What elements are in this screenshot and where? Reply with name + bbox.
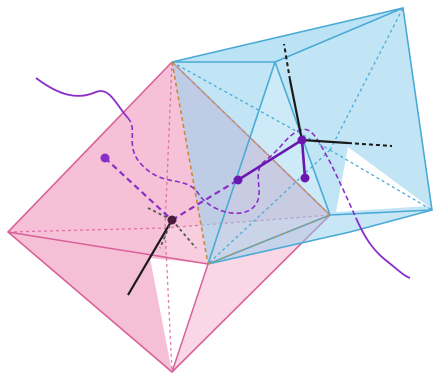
blue-edge	[207, 61, 276, 265]
black-spoke	[127, 219, 173, 296]
purple-curve-hidden	[127, 117, 357, 219]
pink-hidden-edge	[164, 61, 173, 229]
purple-vertex-left	[100, 153, 110, 163]
vertices	[100, 135, 310, 225]
black-spoke-hidden	[283, 43, 291, 81]
purple-dual-graph	[104, 138, 307, 221]
pink-center-vertex	[167, 215, 177, 225]
black-spoke-hidden	[159, 219, 173, 249]
blue-hidden-edge	[171, 61, 331, 151]
pink-hidden-edge	[164, 227, 173, 373]
black-spoke-hidden	[147, 207, 173, 221]
purple-dual-edge	[300, 139, 307, 179]
pink-edge	[171, 263, 209, 373]
black-dual-edges	[127, 43, 393, 296]
blue-hollow-triangle	[336, 147, 428, 212]
black-spoke-hidden	[347, 142, 393, 147]
blue-hidden-edge	[207, 149, 331, 265]
black-spoke-hidden	[171, 219, 197, 249]
shared-edge	[171, 61, 209, 265]
blue-edge	[274, 7, 404, 63]
pink-hollow-triangle	[150, 258, 208, 372]
black-spoke	[288, 79, 304, 141]
blue-hidden-edge	[329, 149, 433, 211]
blue-face-right	[275, 8, 432, 215]
purple-dual-edge-hidden	[104, 157, 173, 221]
shared-edge	[171, 61, 331, 216]
purple-curve-visible-start	[35, 77, 129, 119]
pink-hidden-edge	[7, 227, 166, 233]
blue-face-bottom	[208, 210, 432, 264]
blue-face-left	[172, 62, 275, 264]
pink-face-top-left	[8, 62, 208, 264]
black-spoke	[301, 138, 349, 145]
blue-edge	[329, 209, 433, 216]
purple-vertex-middle	[233, 175, 243, 185]
pink-edge	[7, 231, 209, 265]
purple-dual-edge-hidden	[171, 179, 239, 221]
blue-hidden-edge	[329, 7, 404, 151]
purple-curve	[35, 77, 411, 279]
blue-center-vertex	[297, 135, 307, 145]
purple-curve-visible-end	[355, 217, 411, 279]
purple-vertex-lower	[300, 173, 310, 183]
purple-dual-edge	[237, 138, 303, 182]
shared-edge	[207, 214, 331, 265]
